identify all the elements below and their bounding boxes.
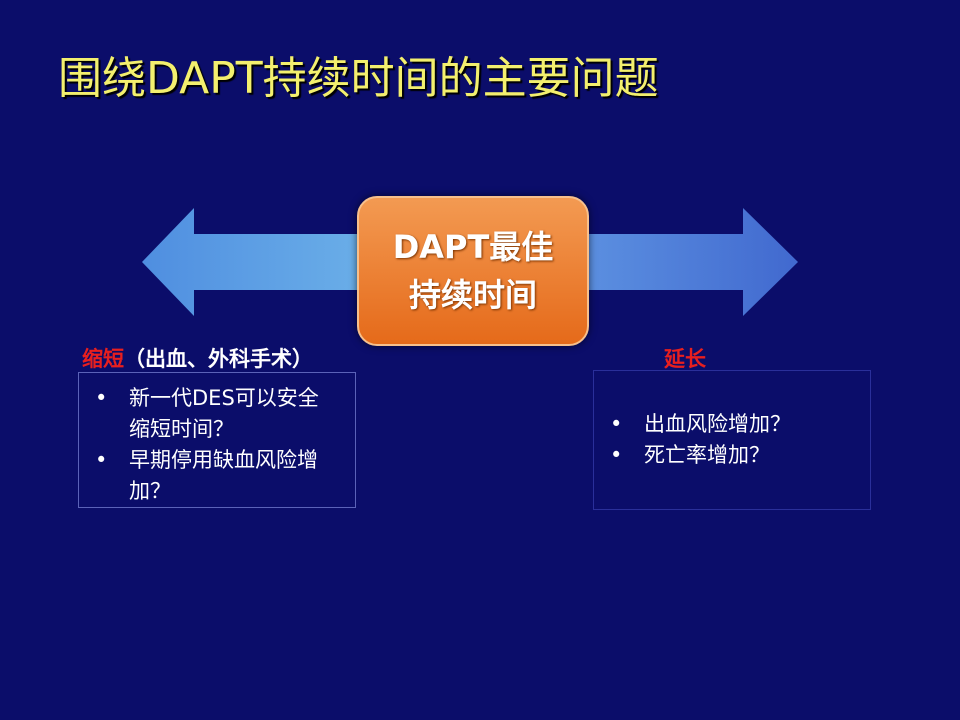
left-label-white: （出血、外科手术） [124, 347, 313, 371]
right-label: 延长 [664, 347, 706, 371]
arrow-left-icon [142, 208, 362, 316]
left-item-1: 新一代DES可以安全缩短时间？ [79, 383, 355, 445]
right-item-2: 死亡率增加？ [594, 440, 870, 471]
center-line-2: 持续时间 [408, 276, 537, 314]
left-box: 新一代DES可以安全缩短时间？ 早期停用缺血风险增加？ [78, 372, 356, 508]
left-label-red: 缩短 [82, 347, 124, 371]
center-box: DAPT最佳 持续时间 [357, 196, 589, 346]
arrow-right-icon [588, 208, 798, 316]
right-item-1: 出血风险增加？ [594, 409, 870, 440]
slide-title: 围绕DAPT持续时间的主要问题 [58, 53, 659, 104]
left-item-2: 早期停用缺血风险增加？ [79, 445, 355, 507]
center-line-1: DAPT最佳 [392, 228, 554, 266]
left-label: 缩短（出血、外科手术） [82, 343, 313, 373]
right-box: 出血风险增加？ 死亡率增加？ [593, 370, 871, 510]
